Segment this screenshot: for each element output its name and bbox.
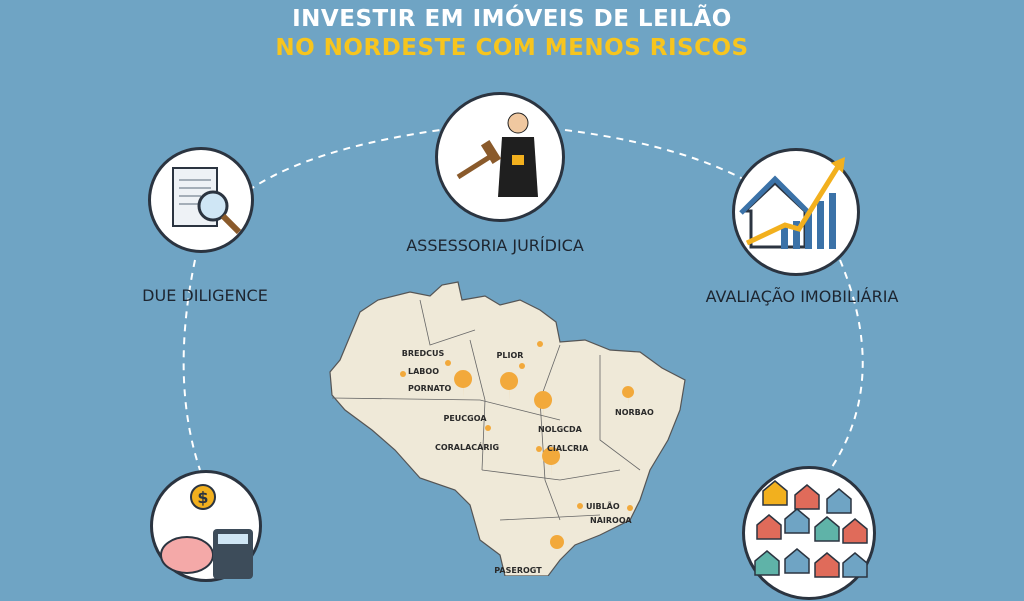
due-diligence-circle xyxy=(148,147,254,253)
map-label: BREDCUS xyxy=(402,349,445,358)
map-label: PEUCGOA xyxy=(443,414,487,423)
houses-circle xyxy=(742,466,876,600)
judge-gavel-icon xyxy=(456,112,538,197)
step-label-legal-advice: ASSESSORIA JURÍDICA xyxy=(406,236,584,255)
map-label: PLIOR xyxy=(497,351,524,360)
finance-circle: $ xyxy=(150,470,262,582)
brazil-map-diagram: BREDCUS LABOO PORNATO PLIOR PEUCGOA NOLG… xyxy=(182,129,864,576)
map-label: LABOO xyxy=(408,367,439,376)
map-label: NAIROOA xyxy=(590,516,632,525)
step-label-due-diligence: DUE DILIGENCE xyxy=(142,286,268,305)
map-label: CIALCRIA xyxy=(547,444,589,453)
title-line-1: INVESTIR EM IMÓVEIS DE LEILÃO xyxy=(292,6,732,32)
dashed-connector xyxy=(182,129,864,471)
map-label: NOLGCDA xyxy=(538,425,583,434)
title-line-2: NO NORDESTE COM MENOS RISCOS xyxy=(275,35,749,61)
document-magnifier-icon xyxy=(172,167,242,235)
brazil-map xyxy=(329,281,686,576)
houses-cluster-icon xyxy=(754,480,868,578)
map-label: CORALACÁRIG xyxy=(435,441,499,452)
piggy-bank-calculator-icon: $ xyxy=(160,484,253,579)
map-label: NORBAO xyxy=(615,408,654,417)
svg-text:$: $ xyxy=(197,488,208,507)
legal-advice-circle xyxy=(435,92,565,222)
map-label: PASEROGT xyxy=(494,566,542,575)
house-growth-chart-icon xyxy=(739,157,845,249)
map-label: PORNATO xyxy=(408,384,452,393)
step-label-property-valuation: AVALIAÇÃO IMOBILIÁRIA xyxy=(705,287,899,306)
property-valuation-circle xyxy=(732,148,860,276)
map-label: UIBLÃO xyxy=(586,501,620,511)
